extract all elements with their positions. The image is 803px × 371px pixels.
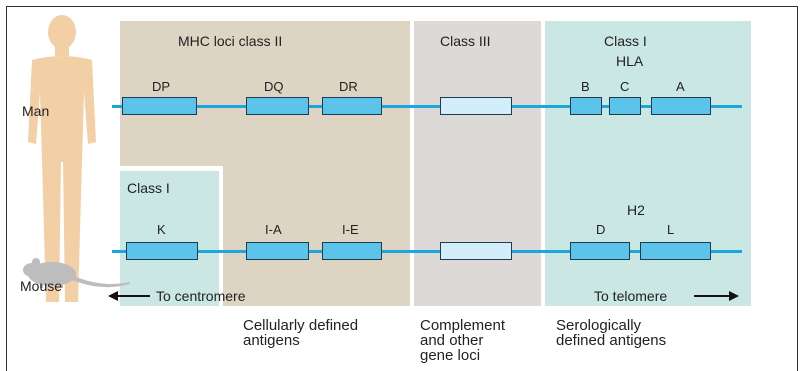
gene-label-dr: DR bbox=[339, 79, 358, 94]
diagram-frame bbox=[6, 6, 798, 371]
class3-region bbox=[414, 21, 541, 306]
class3-title: Class III bbox=[440, 33, 491, 49]
man-label: Man bbox=[22, 103, 50, 119]
locus-dp bbox=[122, 97, 197, 115]
locus-c bbox=[609, 97, 641, 115]
gene-label-dq: DQ bbox=[264, 79, 284, 94]
to-centromere-label: To centromere bbox=[156, 288, 246, 304]
class1-man-title: Class I bbox=[604, 33, 647, 49]
locus-dq bbox=[246, 97, 309, 115]
locus-class3-mouse bbox=[440, 242, 512, 260]
centromere-arrow-icon bbox=[108, 291, 118, 301]
caption-complement-line3: gene loci bbox=[420, 347, 481, 364]
caption-cellular-line1: Cellularly defined bbox=[243, 317, 359, 334]
to-telomere-label: To telomere bbox=[594, 288, 668, 304]
mouse-label: Mouse bbox=[20, 278, 63, 294]
hla-label: HLA bbox=[616, 53, 644, 69]
class1-man-region bbox=[545, 21, 751, 306]
caption-complement-line1: Complement bbox=[420, 317, 506, 334]
h2-label: H2 bbox=[627, 202, 645, 218]
gene-label-c: C bbox=[620, 79, 630, 94]
caption-complement-line2: and other bbox=[420, 332, 484, 349]
region-separator-vertical bbox=[219, 166, 223, 306]
gene-label-l: L bbox=[667, 222, 675, 237]
mouse-chromosome-line bbox=[112, 250, 742, 253]
gene-label-b: B bbox=[581, 79, 590, 94]
centromere-arrow-line bbox=[116, 295, 150, 297]
locus-dr bbox=[322, 97, 382, 115]
locus-b bbox=[570, 97, 602, 115]
gene-label-k: K bbox=[157, 222, 166, 237]
caption-cellular-line2: antigens bbox=[243, 332, 300, 349]
telomere-arrow-icon bbox=[729, 291, 739, 301]
class1-mouse-title: Class I bbox=[127, 180, 170, 196]
locus-d bbox=[570, 242, 630, 260]
locus-l bbox=[640, 242, 711, 260]
class2-title: MHC loci class II bbox=[178, 33, 283, 49]
class1-mouse-region bbox=[120, 171, 219, 306]
mouse-silhouette-icon bbox=[23, 258, 130, 288]
gene-label-i-e: I-E bbox=[342, 222, 359, 237]
locus-a bbox=[651, 97, 711, 115]
gene-label-dp: DP bbox=[152, 79, 171, 94]
caption-serological-line2: defined antigens bbox=[556, 332, 667, 349]
gene-label-a: A bbox=[676, 79, 685, 94]
locus-i-e bbox=[322, 242, 382, 260]
locus-i-a bbox=[246, 242, 309, 260]
locus-class3-man bbox=[440, 97, 512, 115]
telomere-arrow-line bbox=[694, 295, 730, 297]
caption-serological-line1: Serologically bbox=[556, 317, 642, 334]
gene-label-i-a: I-A bbox=[265, 222, 282, 237]
locus-k bbox=[126, 242, 198, 260]
man-chromosome-line bbox=[112, 105, 742, 108]
region-separator-horizontal bbox=[120, 166, 223, 171]
gene-label-d: D bbox=[596, 222, 606, 237]
